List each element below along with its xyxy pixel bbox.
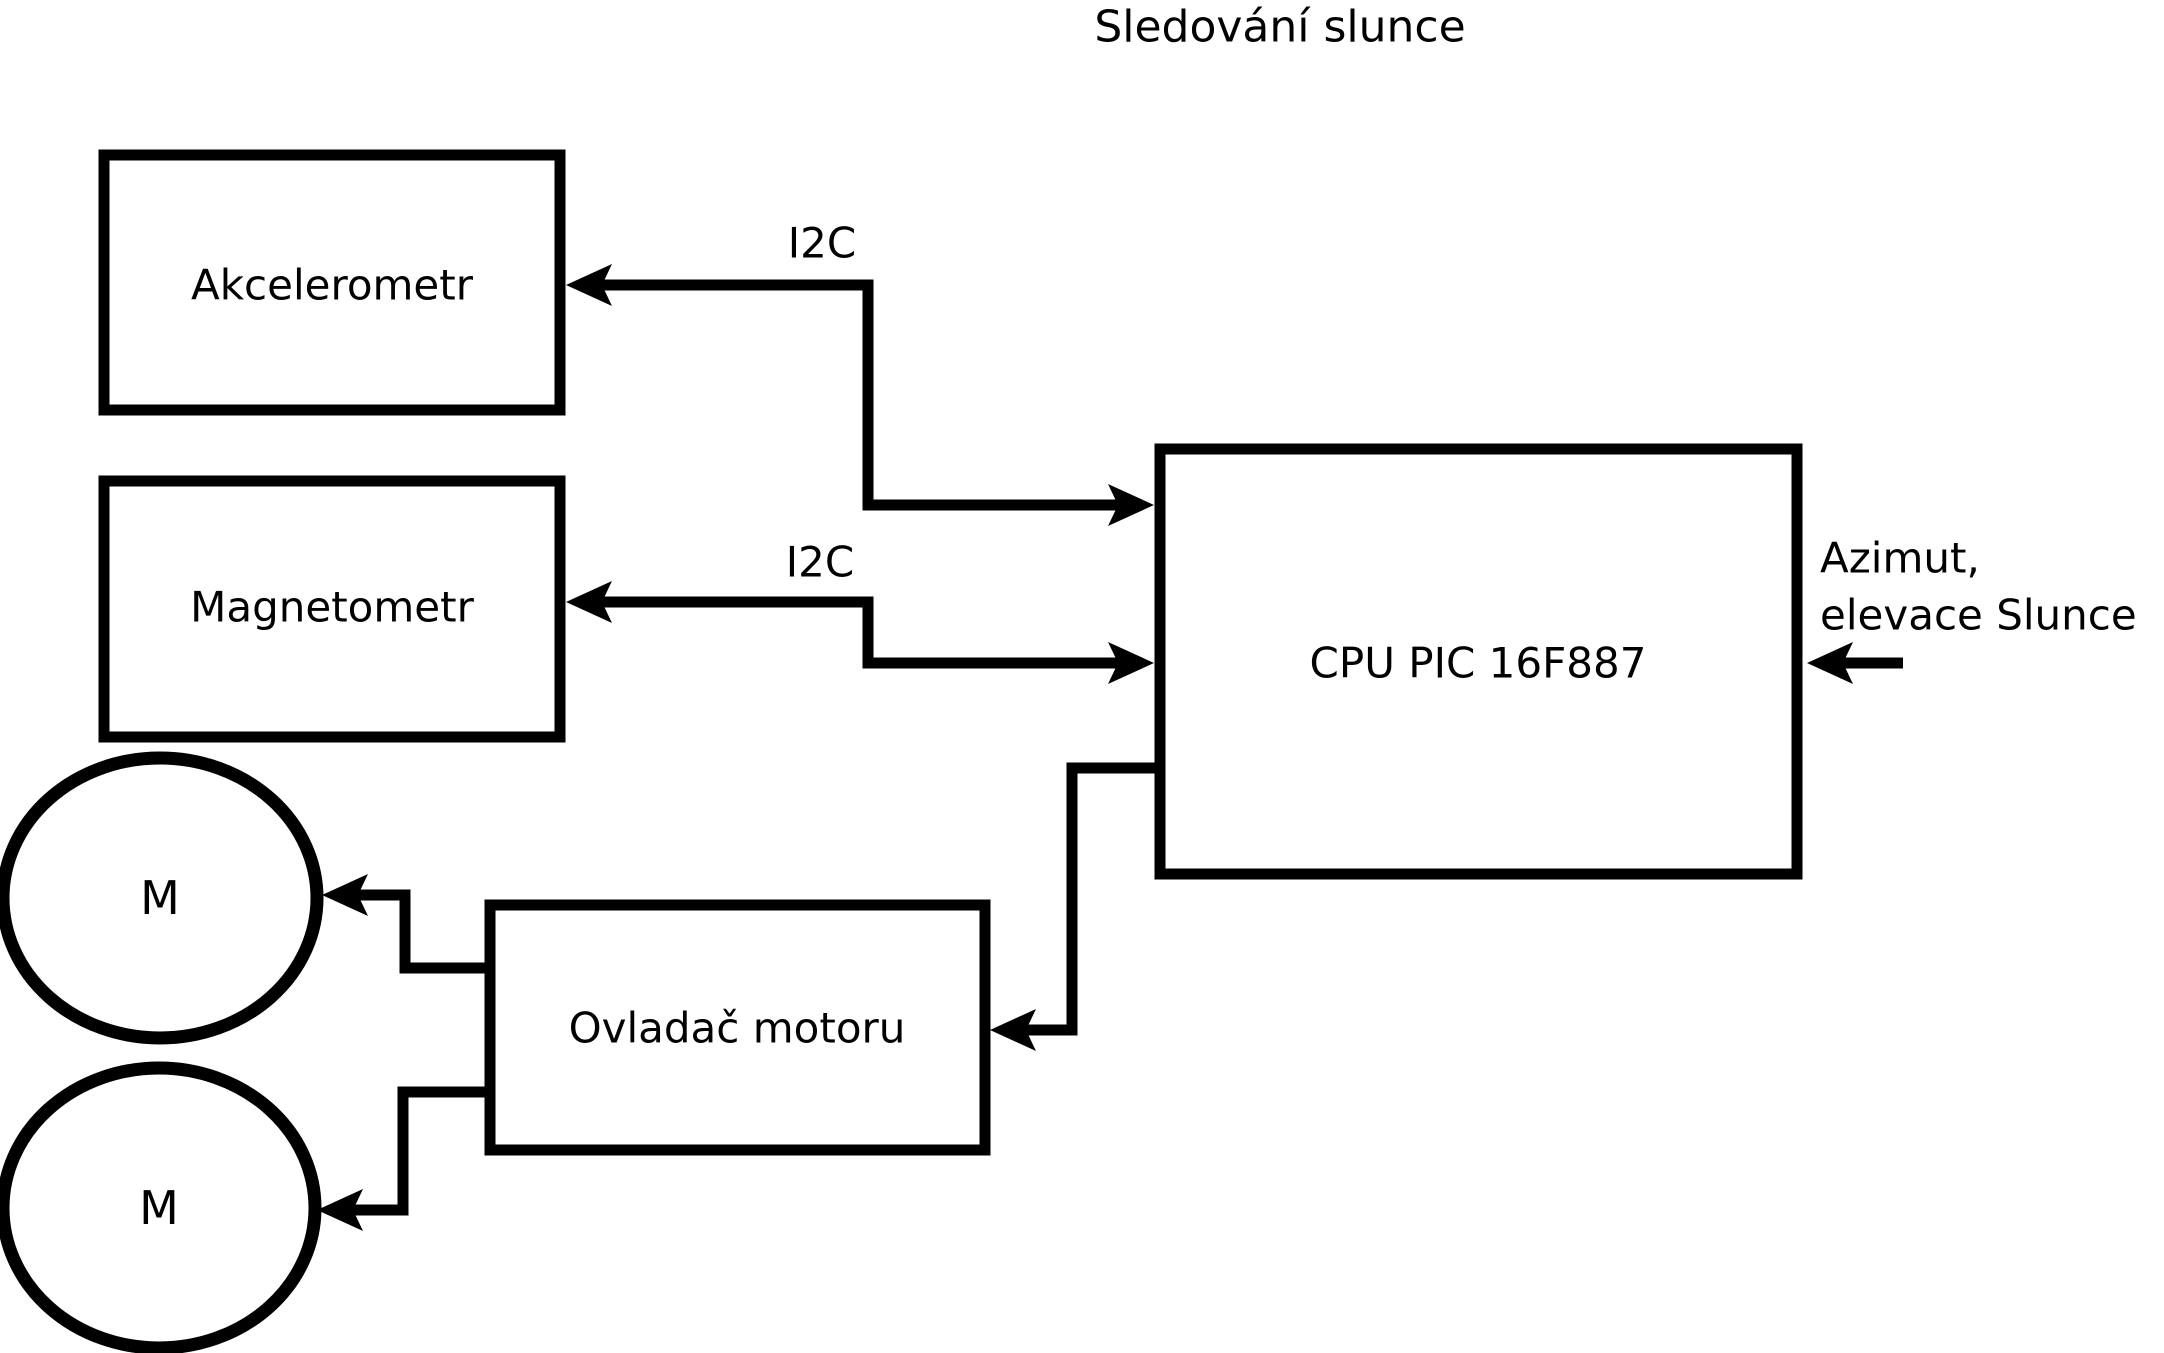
arrowheads <box>317 264 1853 1231</box>
cpu-label: CPU PIC 16F887 <box>1310 639 1647 688</box>
arrowhead-into-cpu-from-magnetometr-icon <box>1108 642 1154 684</box>
cpu-box <box>1154 443 1803 880</box>
arrowhead-into-motor-top-icon <box>322 874 368 916</box>
magnetometr-label: Magnetometr <box>190 583 474 632</box>
arrowhead-into-magnetometr-icon <box>566 581 612 623</box>
motor-bottom-label: M <box>139 1181 179 1235</box>
diagram-title: Sledování slunce <box>1094 2 1465 53</box>
magnetometr-box <box>98 475 566 743</box>
motor-top-label: M <box>140 871 180 925</box>
arrowhead-into-motor-bottom-icon <box>317 1189 363 1231</box>
akcelerometr-box <box>98 149 566 416</box>
connectors <box>353 279 1903 1216</box>
i2c-magnetometr-line <box>602 596 1118 669</box>
azimut-input-label-line2: elevace Slunce <box>1820 591 2137 640</box>
arrowhead-into-akcelerometr-icon <box>566 264 612 306</box>
cpu-to-motor-driver-line <box>1026 762 1160 1036</box>
i2c-magnetometr-label: I2C <box>786 538 854 587</box>
azimut-input-label-line1: Azimut, <box>1820 534 1980 583</box>
motor-bottom-circle <box>0 1061 322 1353</box>
motor-top-circle <box>0 751 324 1045</box>
arrowhead-into-motor-driver-icon <box>990 1009 1036 1051</box>
i2c-akcelerometr-label: I2C <box>788 219 856 268</box>
arrowhead-into-cpu-from-azimut-icon <box>1807 642 1853 684</box>
motor-driver-box <box>484 899 991 1156</box>
motor-driver-label: Ovladač motoru <box>569 1004 906 1053</box>
driver-to-motor-top-line <box>358 889 490 974</box>
driver-to-motor-bottom-line <box>353 1086 490 1216</box>
akcelerometr-label: Akcelerometr <box>191 261 474 310</box>
arrowhead-into-cpu-from-akcelerometr-icon <box>1108 484 1154 526</box>
i2c-akcelerometr-line <box>602 279 1118 511</box>
